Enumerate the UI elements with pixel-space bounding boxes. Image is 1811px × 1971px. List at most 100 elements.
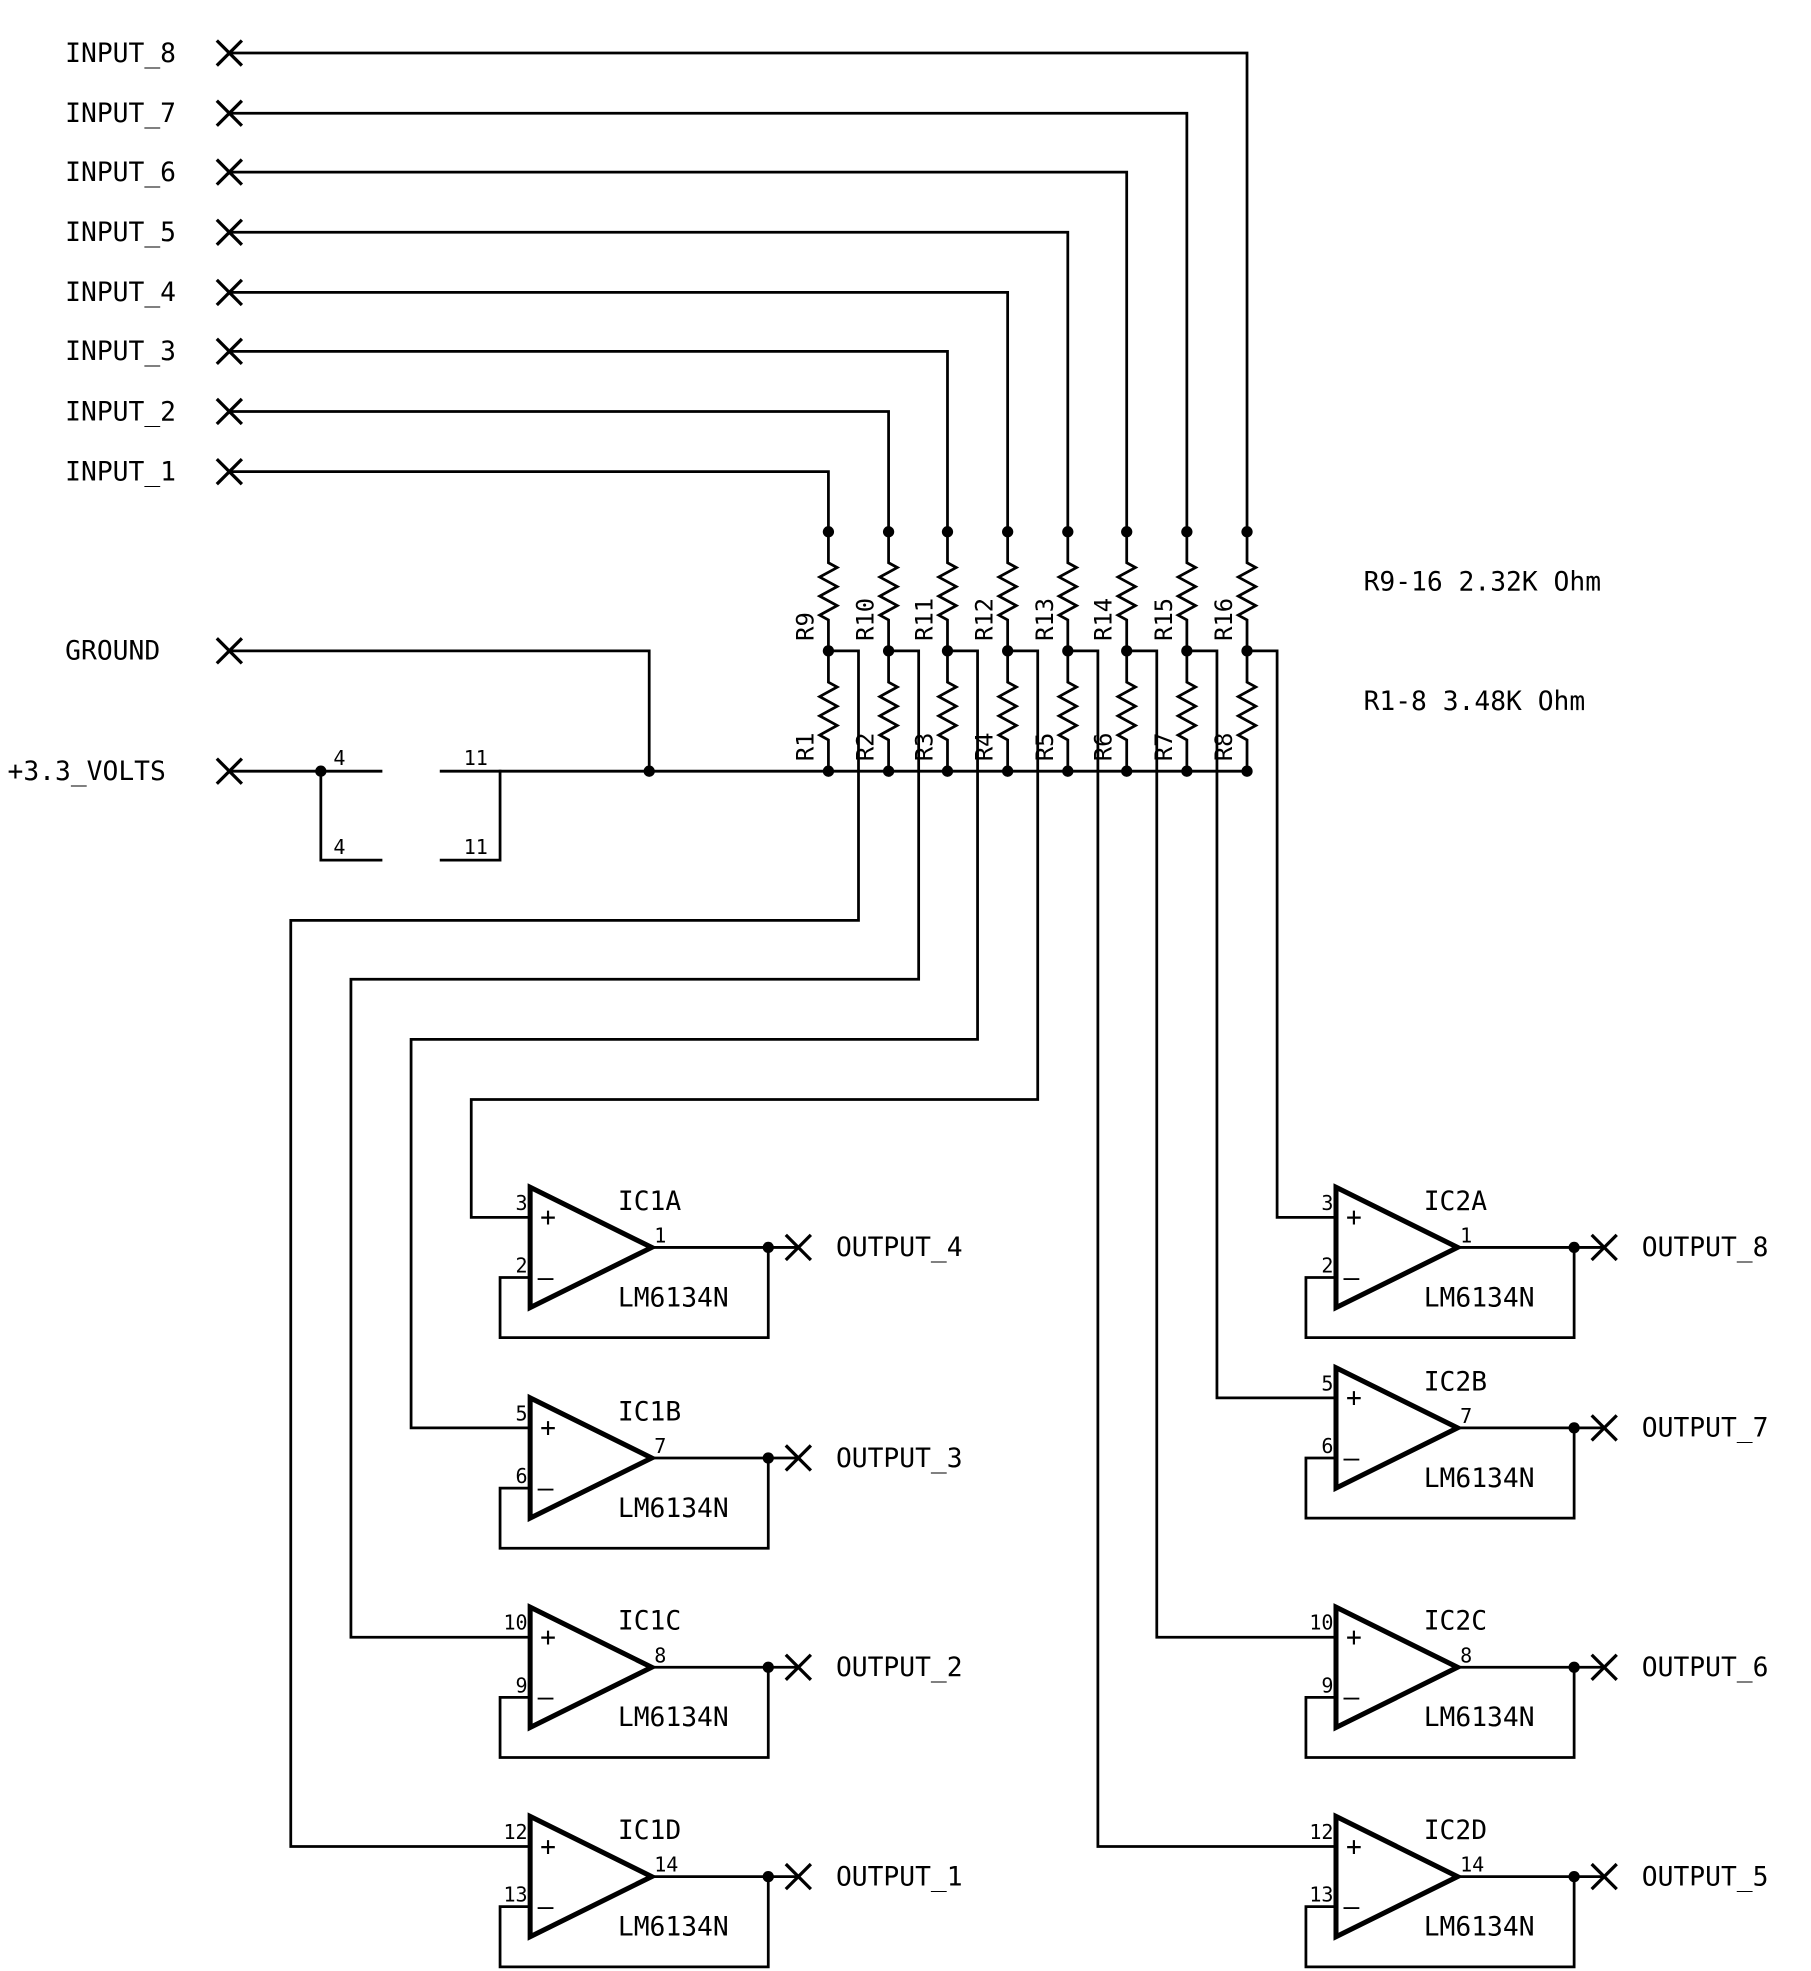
input-label-4: INPUT_4 <box>65 278 176 308</box>
input-wire <box>227 111 1189 534</box>
x-stroke <box>215 757 244 785</box>
input-terminal-x-icon <box>215 397 244 426</box>
opamp-part: LM6134N <box>1424 1703 1535 1733</box>
resistor-label: R16 <box>1210 598 1238 641</box>
resistor-R1 <box>816 649 841 773</box>
pin-number: 11 <box>464 746 488 770</box>
resistor-label: R12 <box>971 598 999 641</box>
opamp-name: IC1D <box>618 1816 681 1846</box>
resistor-label: R3 <box>910 733 938 762</box>
output-label: OUTPUT_2 <box>836 1653 963 1683</box>
feedback-wire <box>1304 1665 1576 1759</box>
signal-wire <box>469 649 1040 1219</box>
opamp-name: IC2A <box>1424 1187 1487 1217</box>
opamp-name: IC1A <box>618 1187 681 1217</box>
resistor-R9 <box>816 530 841 653</box>
minus-sign: – <box>538 1892 554 1922</box>
junction-dot <box>762 1661 774 1673</box>
resistor-label: R15 <box>1150 598 1178 641</box>
opamp-IC2C <box>1333 1603 1464 1732</box>
ground-terminal-x-icon <box>215 637 244 665</box>
resistor-R13 <box>1056 530 1080 653</box>
feedback-wire <box>1304 1246 1576 1340</box>
output-terminal-x-icon <box>1590 1653 1618 1681</box>
x-stroke <box>784 1233 813 1262</box>
junction-dot <box>762 1452 774 1464</box>
output-label: OUTPUT_8 <box>1642 1233 1769 1263</box>
plus-sign: + <box>540 1203 556 1233</box>
opamp-IC1C <box>527 1603 658 1732</box>
opamp-part: LM6134N <box>1424 1283 1535 1313</box>
input-terminal-x-icon <box>215 278 244 307</box>
resistor-R14 <box>1115 530 1139 653</box>
resistor-R15 <box>1175 530 1199 653</box>
signal-wire <box>1185 649 1338 1400</box>
pin-number: 11 <box>464 835 488 859</box>
feedback-wire <box>498 1456 770 1550</box>
x-stroke <box>215 278 244 307</box>
pin-number: 8 <box>654 1643 666 1667</box>
opamp-IC1D <box>527 1812 658 1941</box>
plus-sign: + <box>1346 1384 1362 1414</box>
ground-wire <box>227 649 651 773</box>
output-terminal-x-icon <box>1590 1862 1618 1891</box>
components: INPUT_1R9R1INPUT_2R10R2INPUT_3R11R3INPUT… <box>8 39 1769 1943</box>
resistor-label: R7 <box>1150 733 1178 762</box>
signal-wire <box>409 649 979 1430</box>
output-terminal-x-icon <box>784 1444 813 1472</box>
resistor-R16 <box>1235 530 1259 653</box>
resistor-label: R6 <box>1090 733 1118 762</box>
x-stroke <box>215 218 244 246</box>
pin-number: 7 <box>654 1434 666 1458</box>
pin-number: 4 <box>333 746 345 770</box>
resistor-R8 <box>1235 649 1259 773</box>
x-stroke <box>1590 1653 1618 1681</box>
feedback-wire <box>498 1246 770 1340</box>
x-stroke <box>215 99 244 127</box>
pin-number: 10 <box>1309 1611 1333 1635</box>
opamp-part: LM6134N <box>618 1912 729 1942</box>
plus-sign: + <box>540 1623 556 1653</box>
feedback-wire <box>498 1875 770 1969</box>
x-stroke <box>215 158 244 186</box>
resistor-R12 <box>995 530 1020 653</box>
resistor-label: R2 <box>852 733 880 762</box>
input-label-7: INPUT_7 <box>65 99 176 129</box>
opamp-part: LM6134N <box>618 1494 729 1524</box>
signal-wire <box>1245 649 1338 1219</box>
signal-wire <box>289 649 860 1848</box>
note-r1-8: R1-8 3.48K Ohm <box>1364 687 1586 717</box>
pin-number: 5 <box>516 1401 528 1425</box>
signal-wire <box>1066 649 1338 1848</box>
pin-number: 1 <box>1460 1223 1472 1247</box>
opamp-part: LM6134N <box>1424 1464 1535 1494</box>
opamp-part: LM6134N <box>618 1703 729 1733</box>
output-label: OUTPUT_3 <box>836 1444 963 1474</box>
plus-sign: + <box>1346 1832 1362 1862</box>
x-stroke <box>215 39 244 67</box>
output-terminal-x-icon <box>784 1653 813 1681</box>
output-label: OUTPUT_4 <box>836 1233 963 1263</box>
opamp-IC1B <box>527 1393 658 1523</box>
plus-sign: + <box>540 1832 556 1862</box>
resistor-label: R13 <box>1031 598 1059 641</box>
resistor-R2 <box>876 649 901 773</box>
resistor-R5 <box>1056 649 1080 773</box>
x-stroke <box>1590 1233 1618 1262</box>
input-wire <box>227 470 830 534</box>
minus-sign: – <box>538 1474 554 1504</box>
pin-number: 6 <box>1321 1434 1333 1458</box>
opamp-IC2A <box>1333 1183 1464 1312</box>
output-terminal-x-icon <box>1590 1414 1618 1442</box>
resistor-label: R10 <box>852 598 880 641</box>
junction-dot <box>762 1241 774 1254</box>
x-stroke <box>784 1862 813 1891</box>
resistor-R10 <box>876 530 901 653</box>
note-r9-16: R9-16 2.32K Ohm <box>1364 568 1601 598</box>
opamp-IC2D <box>1333 1812 1464 1941</box>
input-label-3: INPUT_3 <box>65 337 176 367</box>
opamp-name: IC2B <box>1424 1367 1487 1397</box>
pin-number: 3 <box>516 1191 528 1215</box>
minus-sign: – <box>538 1263 554 1293</box>
